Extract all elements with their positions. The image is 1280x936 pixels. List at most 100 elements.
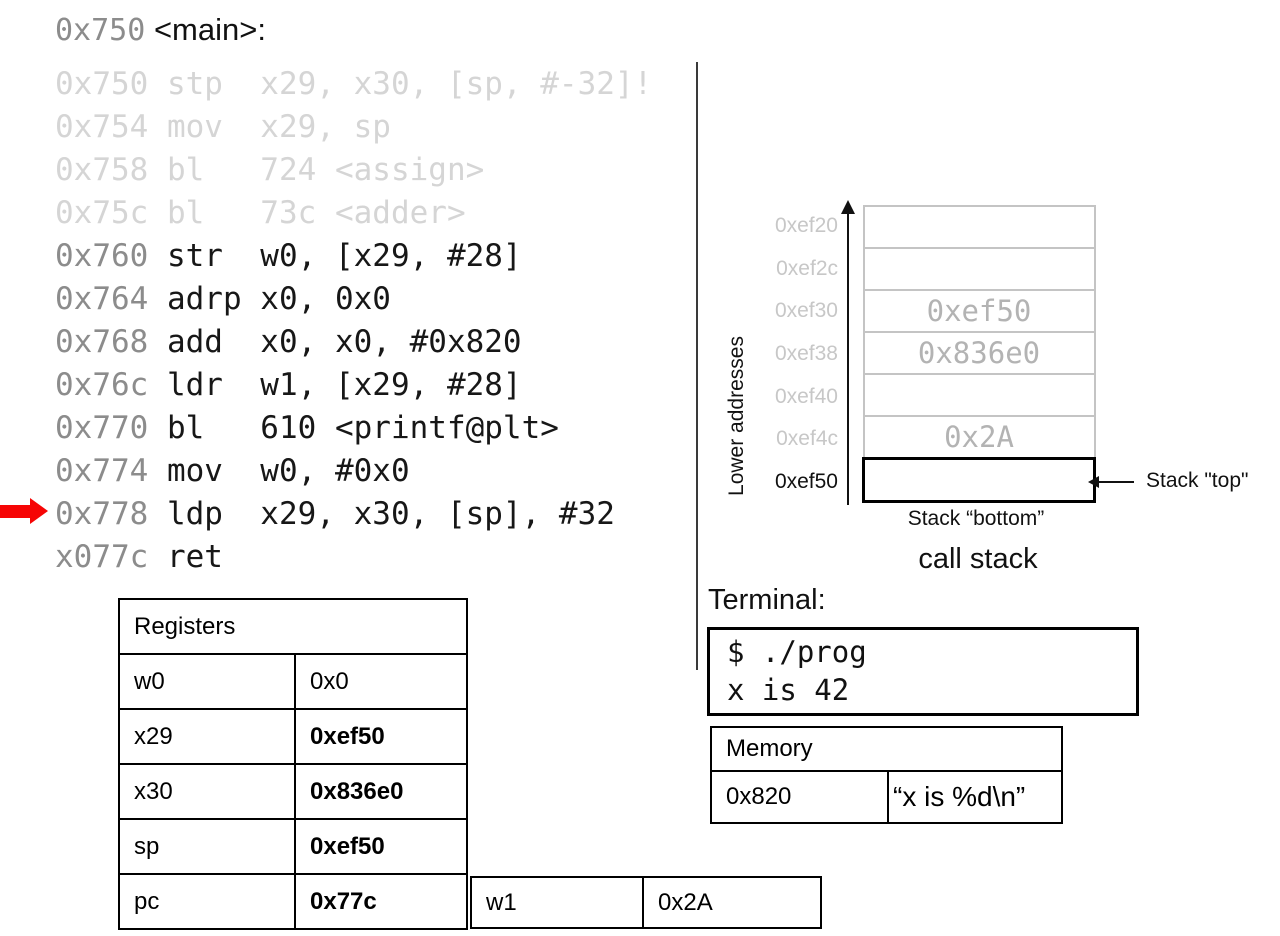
stack-row (862, 247, 1096, 291)
assembly-listing: 0x750 stp x29, x30, [sp, #-32]!0x754 mov… (55, 63, 652, 579)
stack-row-address: 0xef30 (774, 299, 838, 323)
stack-row-address: 0xef2c (776, 256, 838, 280)
stack-cell: 0x2A (862, 415, 1096, 460)
asm-line: 0x750 stp x29, x30, [sp, #-32]! (55, 63, 652, 106)
register-value: 0xef50 (294, 818, 468, 875)
function-title: 0x750 <main>: (55, 12, 266, 48)
register-name: w0 (118, 653, 296, 710)
asm-address: 0x778 (55, 496, 167, 532)
memory-address: 0x820 (710, 770, 889, 824)
stack-row-address: 0xef50 (774, 469, 838, 493)
memory-table: Memory 0x820 “x is %d\n” (710, 726, 1063, 824)
up-arrow-icon (847, 212, 849, 505)
stack-cell: 0xef50 (862, 289, 1096, 333)
asm-line: 0x778 ldp x29, x30, [sp], #32 (55, 493, 652, 536)
current-instruction-arrow-icon (0, 498, 48, 524)
register-name: x29 (118, 708, 296, 765)
asm-instruction: mov x29, sp (166, 109, 391, 145)
stack-row (862, 457, 1096, 503)
terminal-line: x is 42 (727, 673, 850, 707)
stack-cell: 0x836e0 (862, 331, 1096, 375)
asm-line: 0x770 bl 610 <printf@plt> (55, 407, 652, 450)
current-instruction-arrow-head (30, 498, 48, 524)
terminal-line: $ ./prog (727, 635, 867, 669)
stack-row: 0x2A (862, 415, 1096, 460)
asm-instruction: str w0, [x29, #28] (166, 238, 522, 274)
stack-row (862, 205, 1096, 249)
stack-bottom-label: Stack “bottom” (907, 507, 1045, 530)
asm-instruction: ldp x29, x30, [sp], #32 (166, 496, 615, 532)
asm-line: 0x75c bl 73c <adder> (55, 192, 652, 235)
registers-header-row: Registers (118, 598, 468, 655)
asm-line: 0x754 mov x29, sp (55, 106, 652, 149)
stack-cell (862, 247, 1096, 291)
register-value: 0x0 (294, 653, 468, 710)
asm-instruction: adrp x0, 0x0 (166, 281, 391, 317)
stack-cell (862, 457, 1096, 503)
stack-row-address: 0xef4c (776, 427, 838, 451)
table-row: w1 0x2A (470, 876, 822, 929)
asm-address: 0x758 (55, 152, 167, 188)
asm-address: 0x76c (55, 367, 167, 403)
asm-instruction: bl 610 <printf@plt> (166, 410, 559, 446)
memory-value: “x is %d\n” (887, 770, 1063, 824)
register-value: 0x77c (294, 873, 468, 930)
function-title-address: 0x750 (55, 13, 146, 48)
up-arrow-head-icon (841, 200, 855, 214)
w1-register-name: w1 (470, 876, 644, 929)
stack-cell (862, 205, 1096, 249)
asm-instruction: bl 724 <assign> (166, 152, 485, 188)
terminal-box: $ ./prog x is 42 (707, 627, 1139, 716)
asm-instruction: bl 73c <adder> (166, 195, 466, 231)
asm-address: 0x750 (55, 66, 167, 102)
asm-instruction: ret (166, 539, 223, 575)
stack-top-label: Stack "top" (1146, 469, 1249, 492)
asm-instruction: add x0, x0, #0x820 (166, 324, 522, 360)
asm-address: 0x754 (55, 109, 167, 145)
register-name: pc (118, 873, 296, 930)
asm-address: 0x764 (55, 281, 167, 317)
stack-row-address: 0xef38 (774, 341, 838, 365)
register-name: sp (118, 818, 296, 875)
asm-instruction: ldr w1, [x29, #28] (166, 367, 522, 403)
stack-top-arrow-head-icon (1088, 476, 1099, 488)
register-value: 0xef50 (294, 708, 468, 765)
memory-header-row: Memory (710, 726, 1063, 772)
stack-top-arrow-icon (1094, 481, 1134, 483)
asm-address: x077c (55, 539, 167, 575)
stack-row-address: 0xef40 (774, 384, 838, 408)
asm-line: x077c ret (55, 536, 652, 579)
asm-address: 0x760 (55, 238, 167, 274)
asm-line: 0x764 adrp x0, 0x0 (55, 278, 652, 321)
asm-address: 0x75c (55, 195, 167, 231)
asm-line: 0x758 bl 724 <assign> (55, 149, 652, 192)
register-name: x30 (118, 763, 296, 820)
stack-row: 0xef50 (862, 289, 1096, 333)
asm-line: 0x774 mov w0, #0x0 (55, 450, 652, 493)
memory-header: Memory (710, 726, 1063, 772)
memory-row: 0x820 “x is %d\n” (710, 770, 1063, 824)
stack-row-address: 0xef20 (774, 214, 838, 238)
asm-line: 0x768 add x0, x0, #0x820 (55, 321, 652, 364)
call-stack-caption: call stack (918, 543, 1038, 575)
stack-row: 0x836e0 (862, 331, 1096, 375)
current-instruction-arrow-shaft (0, 505, 30, 518)
stack-cell (862, 373, 1096, 417)
w1-register-value: 0x2A (642, 876, 822, 929)
w1-register-row: w1 0x2A (470, 876, 822, 929)
asm-address: 0x768 (55, 324, 167, 360)
function-title-symbol: <main>: (153, 12, 266, 47)
asm-address: 0x774 (55, 453, 167, 489)
asm-line: 0x760 str w0, [x29, #28] (55, 235, 652, 278)
asm-line: 0x76c ldr w1, [x29, #28] (55, 364, 652, 407)
asm-instruction: stp x29, x30, [sp, #-32]! (166, 66, 653, 102)
